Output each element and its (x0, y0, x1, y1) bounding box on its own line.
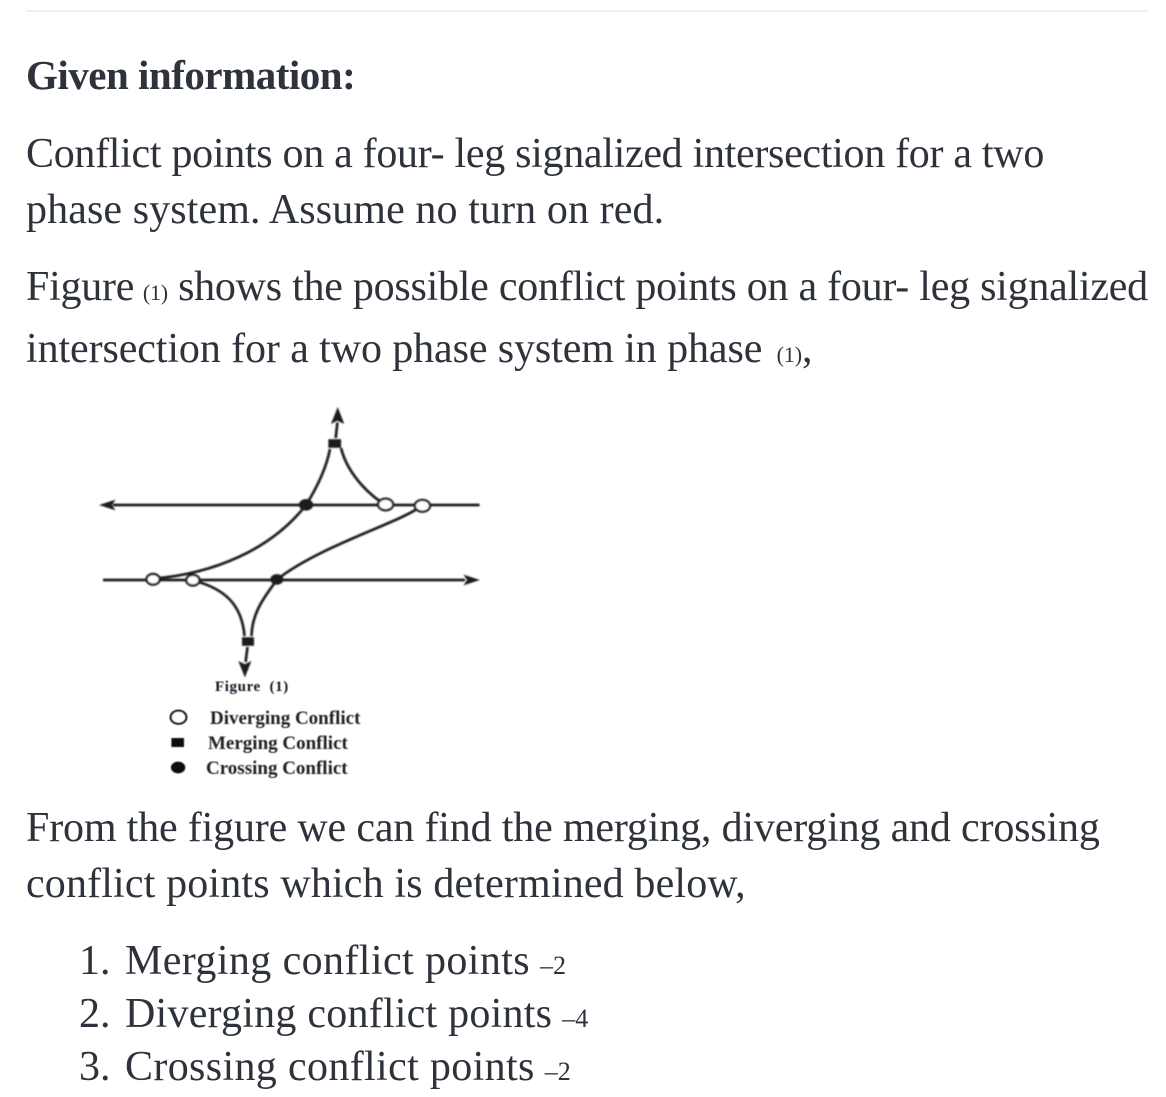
svg-text:Crossing Conflict: Crossing Conflict (206, 758, 348, 779)
svg-text:Merging Conflict: Merging Conflict (208, 733, 349, 754)
svg-text:Diverging Conflict: Diverging Conflict (210, 708, 361, 729)
svg-text:Figure (1): Figure (1) (215, 679, 289, 695)
